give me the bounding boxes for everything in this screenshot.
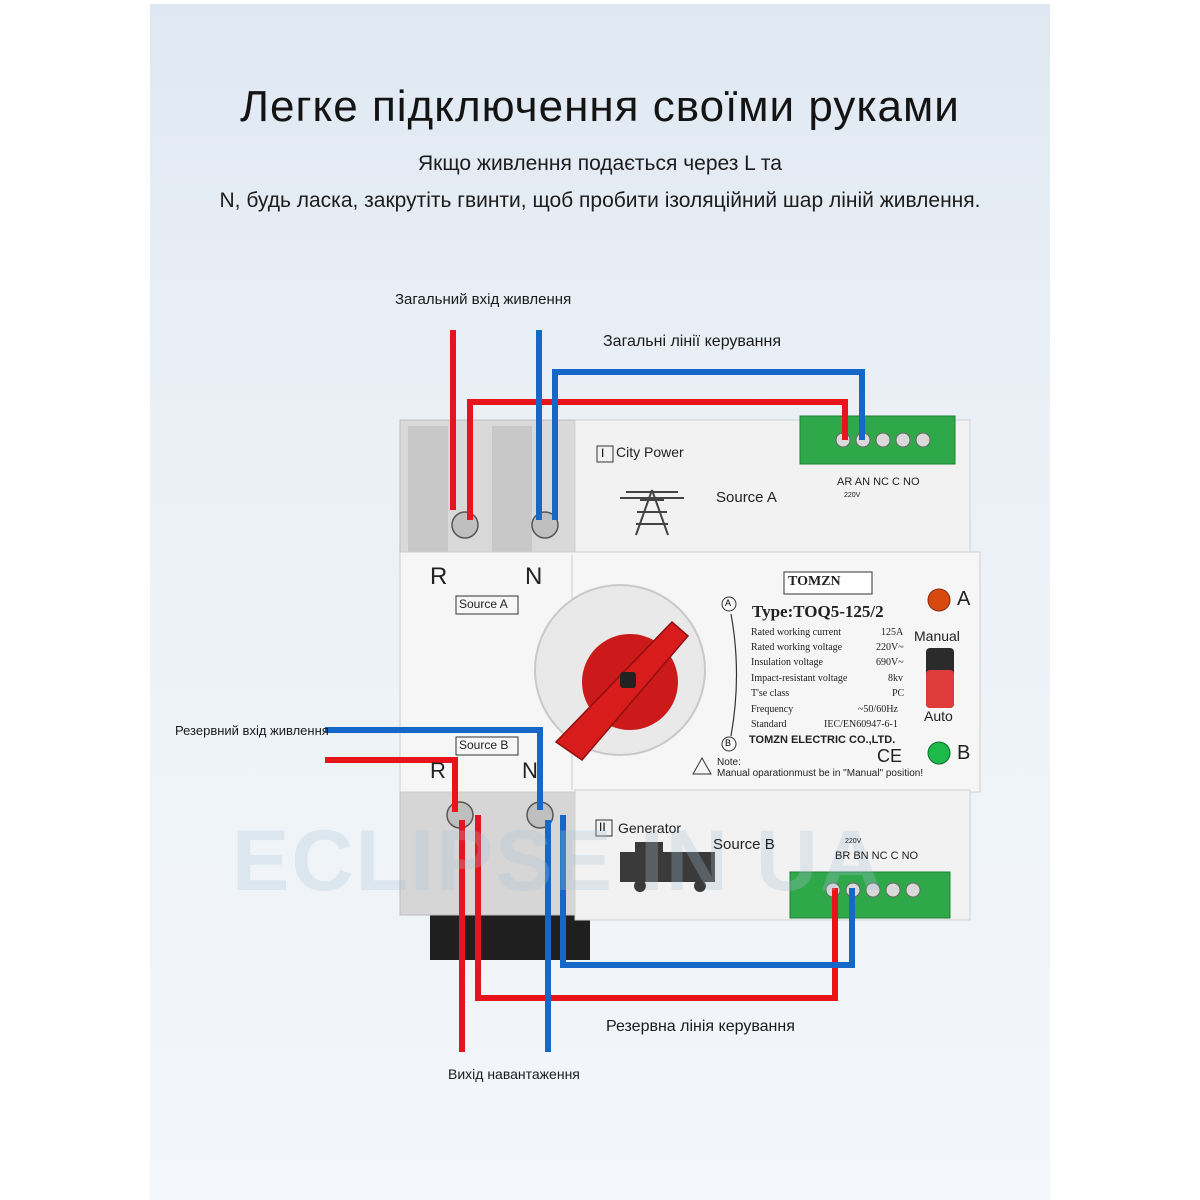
indicator-b-lamp: [927, 741, 951, 765]
indicator-b-label: B: [957, 742, 971, 764]
company-name: TOMZN ELECTRIC CO.,LTD.: [749, 734, 896, 746]
auto-label: Auto: [924, 708, 953, 724]
main-control-red-wire: [467, 399, 848, 520]
terminal-fin: [408, 426, 448, 554]
bottom-n-terminal: N: [522, 758, 538, 783]
note-title: Note:: [717, 757, 741, 768]
gen-mark-box: [595, 819, 613, 837]
generator-mark: II: [599, 820, 606, 834]
backup-control-red-wire: [475, 815, 838, 1001]
backup-red-wire: [325, 757, 458, 812]
spec-value: 220V~: [876, 642, 904, 653]
top-n-terminal: N: [525, 563, 543, 590]
main-control-label: Загальні лінії керування: [603, 333, 781, 350]
spec-name: Impact-resistant voltage: [751, 673, 848, 684]
main-control-blue-wire: [552, 369, 865, 520]
ce-mark: CE: [877, 746, 903, 766]
source-a-box: Source A: [459, 597, 508, 611]
warning-icon: [692, 756, 712, 775]
note-text: Manual oparationmust be in "Manual" posi…: [717, 768, 924, 779]
subtitle-line-1: Якщо живлення подається через L та: [418, 152, 782, 175]
load-output-label: Вихід навантаження: [448, 1066, 580, 1082]
power-tower-icon: [620, 489, 684, 536]
spec-value: 125A: [881, 627, 904, 638]
handle-lock: [620, 672, 636, 688]
manual-label: Manual: [914, 628, 960, 644]
city-power-label: City Power: [616, 444, 684, 460]
dial-a-ring: [721, 596, 737, 612]
source-a-box-frame: [455, 595, 519, 615]
dial-b-ring: [721, 736, 737, 752]
dial-arc: [730, 613, 738, 737]
backup-blue-wire: [325, 727, 543, 810]
backup-control-blue-wire: [560, 815, 855, 968]
source-b-box-frame: [455, 736, 519, 756]
backup-input-label: Резервний вхід живлення: [175, 723, 329, 738]
indicator-a-lamp: [927, 588, 951, 612]
top-voltage: 220V: [844, 492, 861, 499]
watermark: ECLIPSE IN UA: [232, 813, 884, 909]
switch-handle[interactable]: [554, 620, 690, 762]
generator-icon: [620, 842, 715, 892]
spec-value: IEC/EN60947-6-1: [824, 719, 898, 730]
generator-label: Generator: [618, 820, 682, 836]
spec-name: T'se class: [751, 688, 790, 699]
page-title: Легке підключення своїми руками: [240, 82, 960, 131]
city-power-mark: I: [601, 446, 605, 460]
main-input-label: Загальний вхід живлення: [395, 291, 572, 308]
spec-value: PC: [892, 688, 905, 699]
type-label: Type:TOQ5-125/2: [752, 602, 884, 621]
source-a-label: Source A: [716, 489, 777, 506]
top-terminal-labels: AR AN NC C NO: [837, 476, 920, 488]
spec-value: 690V~: [876, 657, 904, 668]
dial-a-label: A: [725, 598, 732, 608]
spec-name: Rated working voltage: [751, 642, 843, 653]
bottom-terminal-labels: BR BN NC C NO: [835, 850, 919, 862]
source-b-box: Source B: [459, 738, 509, 752]
terminal-fin: [492, 426, 532, 554]
bottom-r-terminal: R: [430, 758, 446, 783]
spec-name: Insulation voltage: [751, 657, 823, 668]
spec-value: ~50/60Hz: [858, 704, 898, 715]
bottom-voltage: 220V: [845, 838, 862, 845]
subtitle-line-2: N, будь ласка, закрутіть гвинти, щоб про…: [219, 189, 981, 212]
spec-name: Rated working current: [751, 627, 841, 638]
dial-b-label: B: [725, 738, 732, 748]
spec-name: Standard: [751, 719, 787, 730]
city-mark-box: [596, 445, 614, 463]
brand-box: [783, 571, 873, 595]
spec-name: Frequency: [751, 704, 794, 715]
source-b-label: Source B: [713, 836, 775, 853]
top-r-terminal: R: [430, 563, 448, 590]
backup-control-label: Резервна лінія керування: [606, 1018, 795, 1035]
mode-slider-knob[interactable]: [926, 670, 954, 708]
spec-value: 8kv: [888, 673, 903, 684]
brand-logo: TOMZN: [788, 574, 841, 589]
indicator-a-label: A: [957, 588, 971, 610]
